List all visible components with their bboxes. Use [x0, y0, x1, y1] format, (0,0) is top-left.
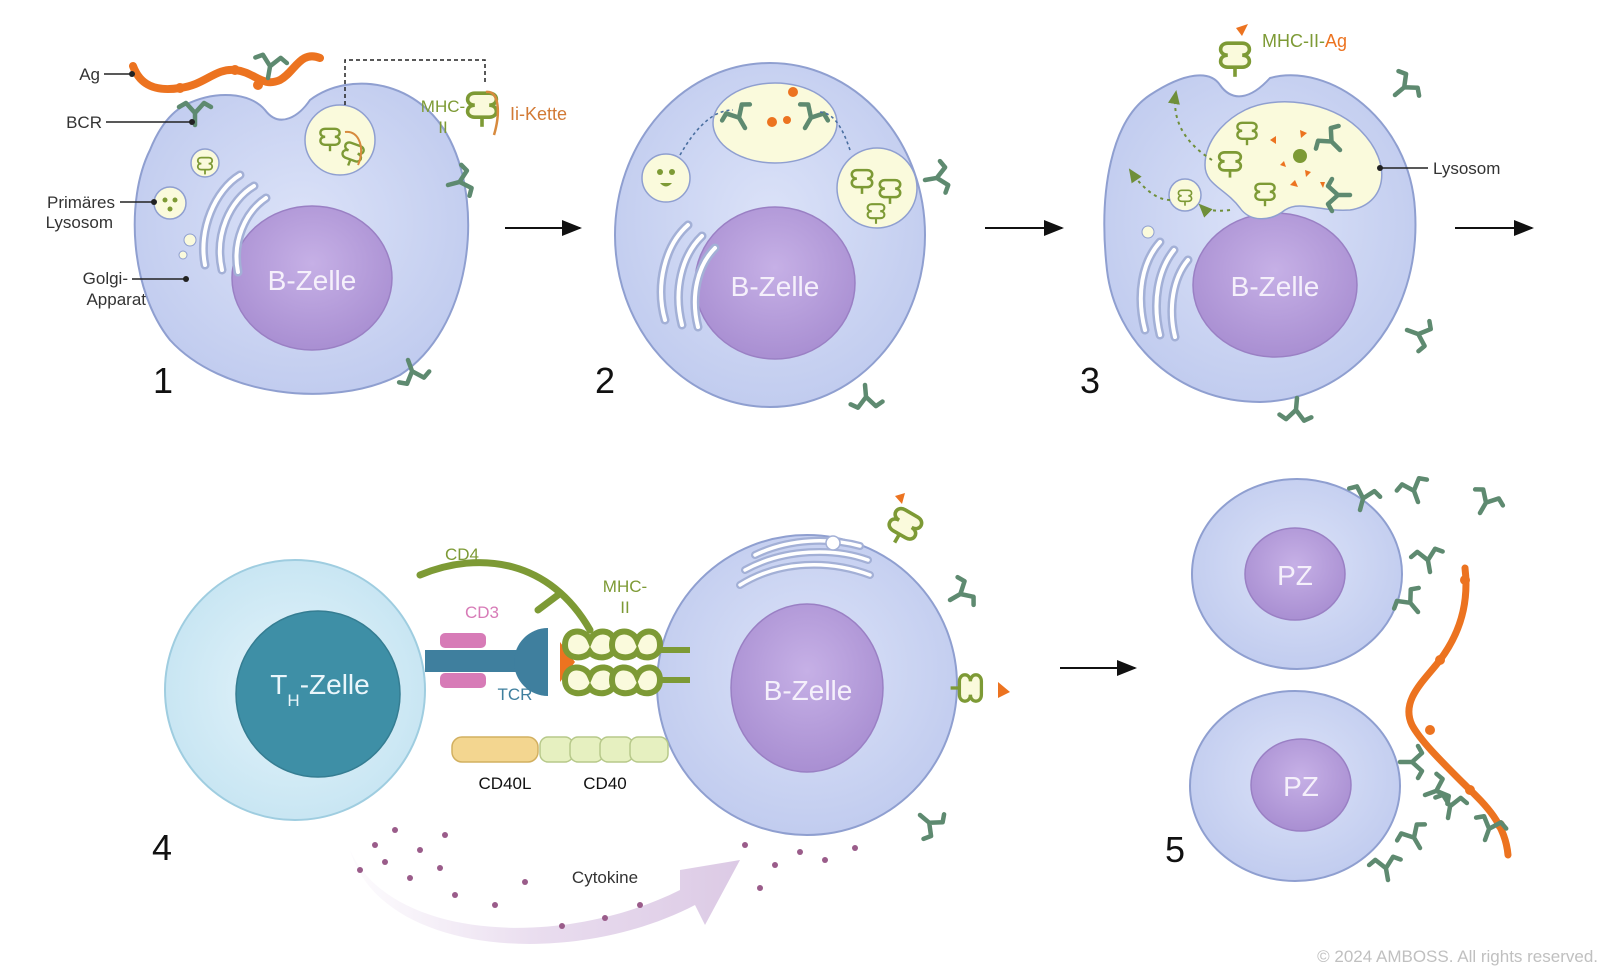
- label-cd4: CD4: [445, 545, 479, 564]
- nucleus: [1244, 527, 1346, 621]
- cytokine-dots: [357, 827, 858, 929]
- label-mhc-ii-1: MHC-: [603, 577, 647, 596]
- panel-1: B-Zelle: [46, 54, 567, 401]
- plasma-cell-1-label: PZ: [1277, 560, 1313, 591]
- label-cd40l: CD40L: [479, 774, 532, 793]
- label-primary-lysosome-1: Primäres: [47, 193, 115, 212]
- copyright: © 2024 AMBOSS. All rights reserved.: [1317, 947, 1598, 966]
- panel-3: B-Zelle MHC-II-Ag: [1080, 24, 1500, 421]
- cd40: [539, 736, 669, 763]
- label-tcr: TCR: [498, 685, 533, 704]
- nucleus: [730, 603, 884, 773]
- step-number-1: 1: [153, 360, 173, 401]
- label-lysosome: Lysosom: [1433, 159, 1500, 178]
- label-mhc-ii-1: MHC-: [421, 97, 465, 116]
- nucleus-label: B-Zelle: [1231, 271, 1320, 302]
- label-cd3: CD3: [465, 603, 499, 622]
- cd4: [416, 559, 594, 634]
- label-mhc-ii-ag: MHC-II-Ag: [1262, 31, 1347, 51]
- label-golgi-1: Golgi-: [83, 269, 128, 288]
- nucleus: [1250, 738, 1352, 832]
- th-nucleus: [235, 610, 401, 778]
- label-mhc-ii-2: II: [620, 598, 629, 617]
- label-bcr: BCR: [66, 113, 102, 132]
- label-mhc-ii-2: II: [438, 118, 447, 137]
- mhc-ii-antigen-complex: [1218, 41, 1252, 79]
- cd40l: [451, 736, 539, 763]
- tcr-stalk: [425, 650, 535, 672]
- label-cd40: CD40: [583, 774, 626, 793]
- nucleus-label: B-Zelle: [764, 675, 853, 706]
- step-number-2: 2: [595, 360, 615, 401]
- label-primary-lysosome-2: Lysosom: [46, 213, 113, 232]
- cd3-lower: [440, 673, 486, 688]
- label-ii-chain: Ii-Kette: [510, 104, 567, 124]
- step-number-4: 4: [152, 827, 172, 868]
- panel-4: Cytokine TH-Zelle B-Zelle CD4 CD3: [152, 493, 1010, 944]
- cytokine-flow: [350, 850, 740, 944]
- panel-2: B-Zelle 2: [595, 62, 949, 408]
- antigen: [1405, 564, 1512, 859]
- th-cell-label: TH-Zelle: [270, 669, 369, 710]
- step-number-5: 5: [1165, 829, 1185, 870]
- nucleus-label: B-Zelle: [268, 265, 357, 296]
- tcr-head: [514, 628, 548, 696]
- cd3-upper: [440, 633, 486, 648]
- primary-lysosome: [153, 186, 187, 220]
- label-ag: Ag: [79, 65, 100, 84]
- plasma-cell-2-label: PZ: [1283, 771, 1319, 802]
- mhc-ii-complex: [561, 628, 664, 697]
- nucleus-label: B-Zelle: [731, 271, 820, 302]
- nucleus: [231, 205, 393, 351]
- panel-5: PZ PZ 5: [1165, 476, 1512, 883]
- label-cytokine: Cytokine: [572, 868, 638, 887]
- step-number-3: 3: [1080, 360, 1100, 401]
- antigen: [129, 52, 324, 93]
- mhc-ii-molecule-icon: [465, 91, 499, 129]
- label-golgi-2: Apparat: [86, 290, 146, 309]
